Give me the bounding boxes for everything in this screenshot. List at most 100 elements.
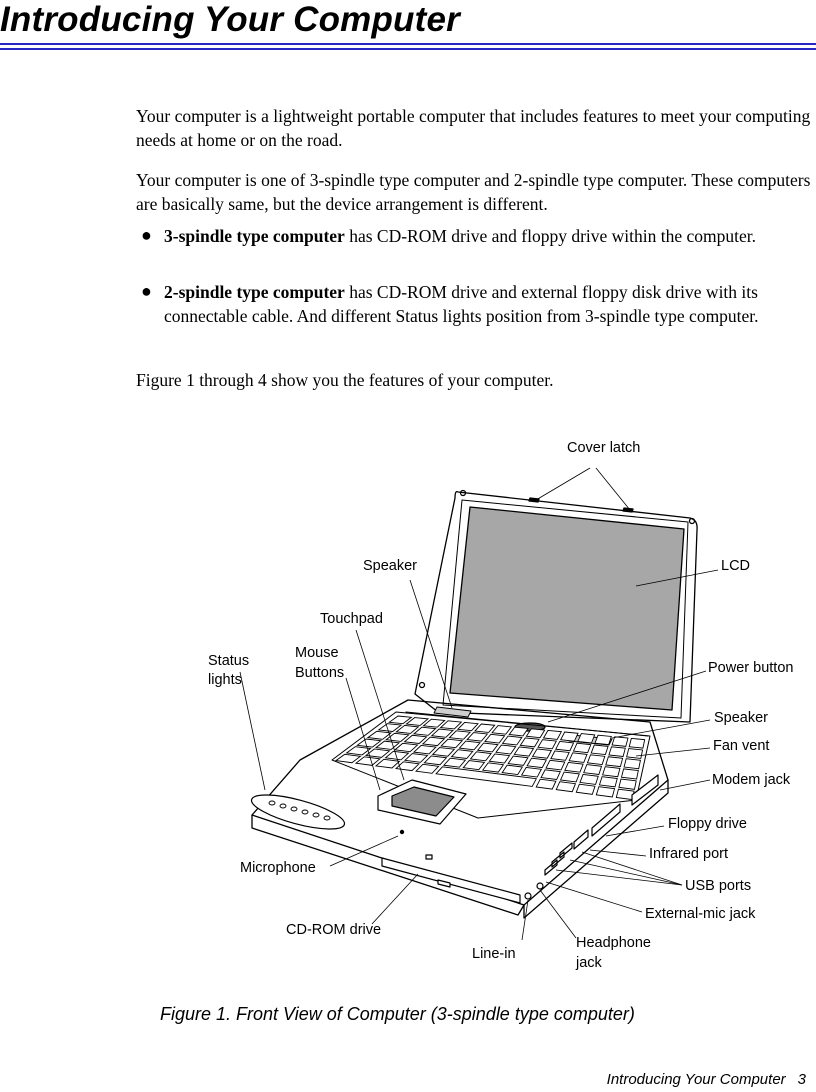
keyboard-key <box>525 728 546 739</box>
keyboard-key <box>374 758 401 769</box>
keyboard-key <box>450 749 474 759</box>
keyboard-key <box>535 778 557 790</box>
bullet-term: 2-spindle type computer <box>164 282 345 302</box>
keyboard-key <box>602 766 621 778</box>
keyboard-key <box>526 757 548 769</box>
keyboard-key <box>394 761 420 772</box>
keyboard-key <box>440 738 464 749</box>
keyboard-key <box>594 734 612 746</box>
keyboard-key <box>559 771 580 783</box>
keyboard-key <box>412 726 437 736</box>
label-line-in: Line-in <box>472 946 516 962</box>
label-modem-jack: Modem jack <box>712 772 791 788</box>
keyboard-key <box>555 740 575 752</box>
cdrom-tray <box>381 857 521 904</box>
label-speaker-top: Speaker <box>363 558 418 574</box>
keyboard-key <box>366 730 393 740</box>
bullet-dot: ● <box>141 225 152 245</box>
keyboard-key <box>421 736 446 747</box>
keyboard-key <box>605 756 624 768</box>
title-rule-top <box>0 43 816 45</box>
keyboard-key <box>575 783 596 795</box>
label-headphone-jack-2: jack <box>576 955 602 971</box>
keyboard-key <box>540 769 561 780</box>
keyboard-key <box>354 756 381 766</box>
keyboard-key <box>508 726 529 737</box>
keyboard-key <box>608 746 626 757</box>
label-cover-latch: Cover latch <box>567 440 641 456</box>
keyboard-key <box>620 768 639 780</box>
side-ports <box>544 829 589 876</box>
keyboard-key <box>405 717 430 726</box>
keyboard-key <box>393 742 419 753</box>
label-status-lights-1: Status <box>208 653 250 669</box>
page-number: 3 <box>797 1071 806 1088</box>
keyboard-key <box>462 760 486 771</box>
keyboard-key <box>345 746 372 756</box>
keyboard-key <box>412 744 437 755</box>
keyboard-key <box>519 737 540 748</box>
keyboard-key <box>474 723 496 733</box>
keyboard-key <box>564 761 584 773</box>
keyboard-key <box>618 778 637 790</box>
keyboard-key <box>545 759 566 771</box>
label-headphone-jack-1: Headphone <box>576 935 651 951</box>
keyboard-key <box>583 764 603 775</box>
keyboard-key <box>595 786 616 798</box>
keyboard-key <box>501 764 524 776</box>
keyboard-key <box>520 766 543 778</box>
keyboard-key <box>403 734 428 744</box>
keyboard-key <box>430 728 454 738</box>
keyboard-key <box>501 735 523 746</box>
keyboard-key <box>423 755 448 766</box>
keyboard-key <box>403 753 429 763</box>
label-power-button: Power button <box>708 660 794 676</box>
keyboard-key <box>448 730 472 740</box>
bullet-3-spindle: ● 3-spindle type computer has CD-ROM dri… <box>141 224 813 248</box>
space-bar <box>435 766 538 787</box>
figures-intro: Figure 1 through 4 show you the features… <box>136 370 554 390</box>
keyboard-key <box>488 753 511 764</box>
page-title: Introducing Your Computer <box>0 0 460 39</box>
cover-latch-left <box>528 497 540 503</box>
keyboard-key <box>598 776 618 788</box>
laptop-illustration <box>239 467 719 941</box>
keyboard-key <box>422 718 446 728</box>
label-fan-vent: Fan vent <box>713 738 770 754</box>
label-speaker-right: Speaker <box>714 710 769 726</box>
label-floppy-drive: Floppy drive <box>668 816 747 832</box>
keyboard-key <box>611 736 629 747</box>
keyboard-key <box>469 751 492 762</box>
keyboard-key <box>484 733 506 744</box>
keyboard-key <box>374 740 401 750</box>
speaker-grille-left <box>433 706 472 718</box>
keyboard-key <box>495 744 517 755</box>
bullet-2-spindle: ● 2-spindle type computer has CD-ROM dri… <box>141 280 813 328</box>
keyboard-key <box>542 729 563 740</box>
label-usb-ports: USB ports <box>685 878 752 894</box>
keyboard-key <box>577 733 596 744</box>
label-status-lights-2: lights <box>208 672 242 688</box>
lcd-screen <box>449 506 685 711</box>
label-microphone: Microphone <box>240 860 316 876</box>
label-external-mic-jack: External-mic jack <box>645 906 756 922</box>
keyboard-key <box>590 744 609 756</box>
keyboard-key <box>537 739 558 750</box>
title-rule-bottom <box>0 48 816 50</box>
keyboard-key <box>572 742 592 754</box>
keyboard-key <box>491 725 513 735</box>
keyboard-key <box>481 762 505 773</box>
keyboard-key <box>579 773 599 785</box>
status-light-panel <box>250 794 346 830</box>
keyboard-key <box>513 746 535 757</box>
keyboard-key <box>415 763 440 774</box>
fan-vent-shape <box>631 774 659 806</box>
keyboard-key <box>555 781 577 793</box>
keyboard-key <box>384 750 410 761</box>
keyboard-key <box>531 748 553 759</box>
label-infrared-port: Infrared port <box>649 846 728 862</box>
label-touchpad: Touchpad <box>320 611 383 627</box>
cover-latch-right <box>622 507 634 513</box>
label-mouse-buttons-2: Buttons <box>295 665 345 681</box>
